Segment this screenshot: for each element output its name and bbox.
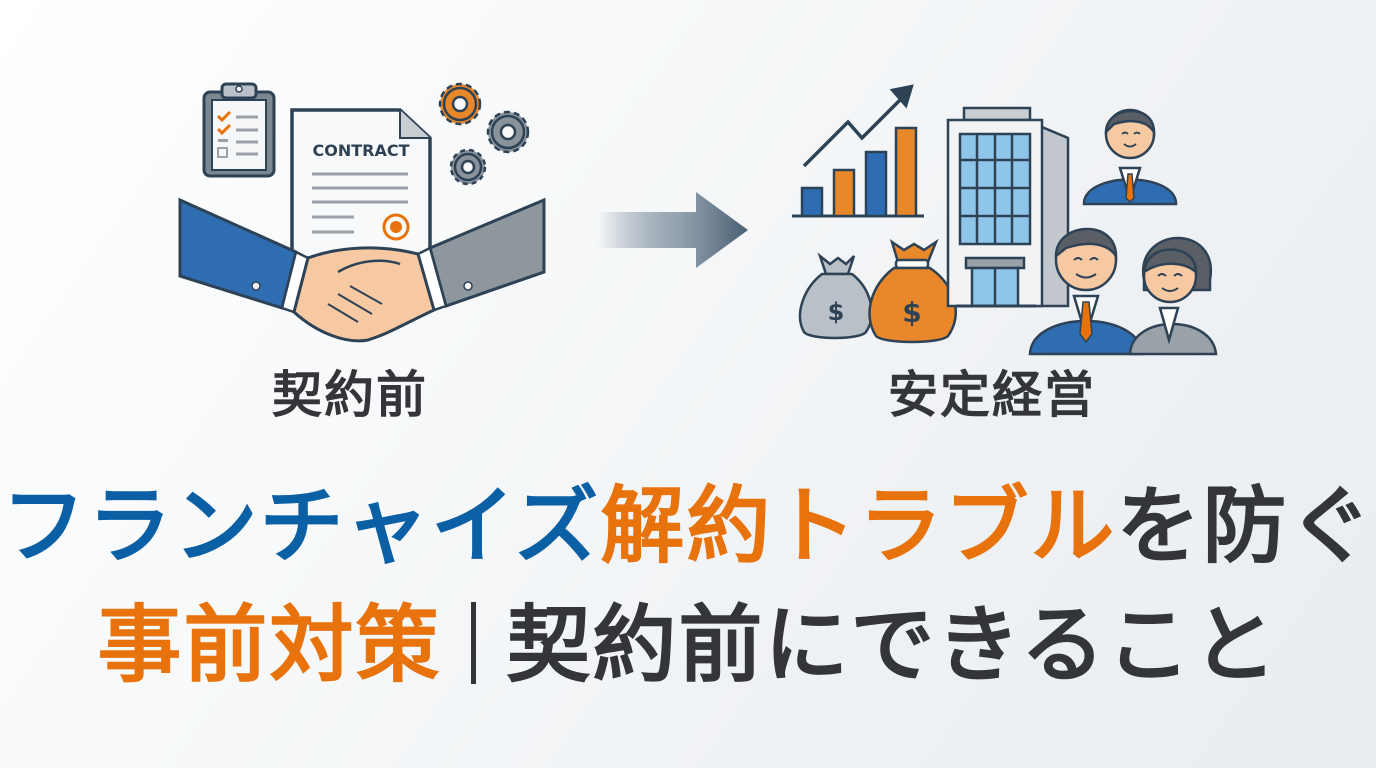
- contract-document-icon: CONTRACT: [290, 108, 432, 260]
- headline-franchise: フランチャイズ: [1, 477, 601, 575]
- gears-icon: [438, 82, 530, 186]
- arrow-right-icon: [598, 192, 748, 268]
- clipboard-checklist-icon: [202, 82, 276, 178]
- headline-cancellation-trouble: 解約トラブル: [600, 477, 1117, 575]
- headline-preventive-measures: 事前対策: [97, 596, 442, 694]
- headline-line-1: フランチャイズ解約トラブルを防ぐ: [0, 484, 1376, 568]
- growth-chart-icon: [792, 84, 924, 218]
- svg-text:CONTRACT: CONTRACT: [312, 141, 409, 160]
- office-building-icon: [946, 106, 1070, 308]
- stable-management-label: 安定経営: [888, 366, 1096, 424]
- contract-handshake-illustration: CONTRACT: [178, 82, 546, 343]
- money-bags-icon: $ $: [798, 238, 957, 344]
- headline-prevent: を防ぐ: [1116, 477, 1375, 575]
- stable-business-illustration: $ $: [792, 84, 1218, 356]
- svg-text:$: $: [902, 296, 921, 329]
- svg-text:$: $: [828, 298, 845, 326]
- before-contract-label: 契約前: [272, 366, 428, 424]
- handshake-icon: [178, 197, 546, 343]
- headline-what-you-can-do: 契約前にできること: [506, 596, 1279, 694]
- headline-divider: [471, 602, 477, 684]
- headline-line-2: 事前対策契約前にできること: [0, 602, 1376, 687]
- business-people-icon: [1028, 108, 1218, 356]
